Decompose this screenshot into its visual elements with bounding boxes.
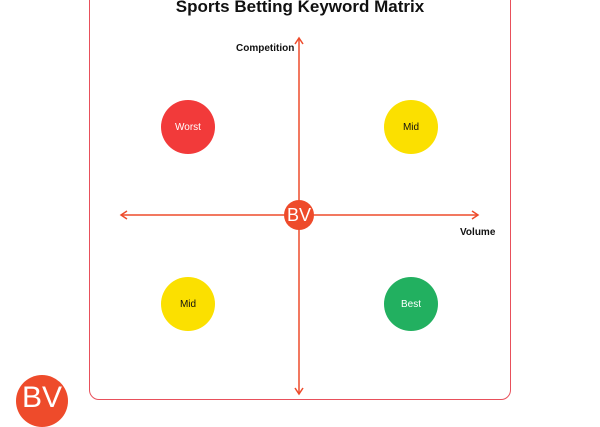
arrow-down-icon: [294, 387, 304, 396]
diagram-frame: [89, 0, 511, 400]
y-axis-label: Competition: [236, 43, 295, 54]
quadrant-best: Best: [384, 277, 438, 331]
quadrant-worst: Worst: [161, 100, 215, 154]
center-logo: BV: [284, 200, 314, 230]
page-title: Sports Betting Keyword Matrix: [175, 0, 425, 16]
brand-logo[interactable]: BV: [16, 375, 68, 427]
arrow-left-icon: [119, 210, 128, 220]
arrow-up-icon: [294, 36, 304, 45]
quadrant-mid-top: Mid: [384, 100, 438, 154]
x-axis-label: Volume: [460, 227, 496, 238]
quadrant-mid-bottom: Mid: [161, 277, 215, 331]
arrow-right-icon: [471, 210, 480, 220]
